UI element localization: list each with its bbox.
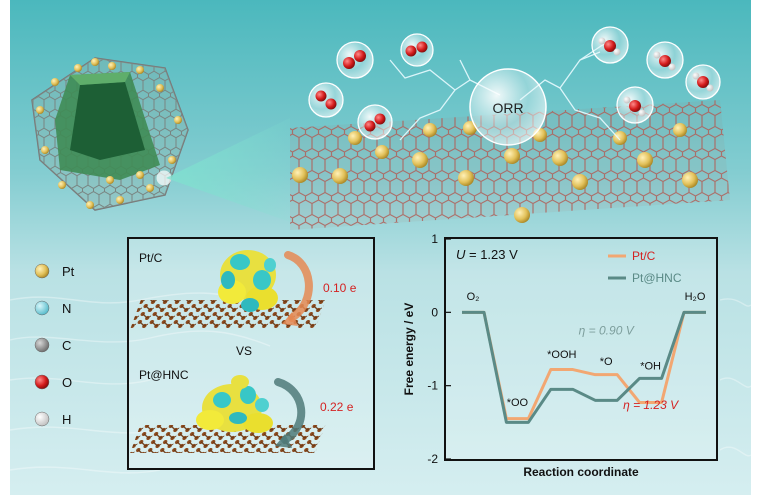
y-tick-label: 0 <box>431 305 438 319</box>
legend-text-0: Pt/C <box>632 249 656 263</box>
chart-axes: 1 0 -1 -2 <box>427 232 451 466</box>
free-energy-chart: 1 0 -1 -2 O₂ *OO *OOH *O *OH H₂O η = 0.90 V η = 1.… <box>402 232 718 479</box>
pt-hnc-charge-value: 0.22 e <box>320 400 354 414</box>
particle-pt-atoms <box>36 58 182 209</box>
y-tick-label: -1 <box>427 379 438 393</box>
graphene-sheet <box>290 100 730 230</box>
orr-label: ORR <box>492 100 523 116</box>
chart-annotation: U = 1.23 V <box>456 247 518 262</box>
legend-label-pt: Pt <box>62 264 75 279</box>
state-label-5: H₂O <box>685 291 706 303</box>
eta-label-1: η = 1.23 V <box>623 398 679 412</box>
chart-legend: Pt/C Pt@HNC <box>608 249 682 285</box>
state-label-3: *O <box>600 356 613 368</box>
legend-label-h: H <box>62 412 71 427</box>
charge-density-panel: Pt/C 0.10 e VS Pt@HNC <box>127 237 375 470</box>
legend-swatch-c <box>34 337 50 353</box>
y-tick-label: 1 <box>431 232 438 246</box>
pt-hnc-label: Pt@HNC <box>139 368 189 382</box>
legend-swatch-pt <box>34 263 50 279</box>
vs-label: VS <box>236 344 252 358</box>
atom-legend: PtN C O H <box>34 263 75 427</box>
pt-c-label: Pt/C <box>139 251 163 265</box>
y-axis-label: Free energy / eV <box>402 303 416 396</box>
pt-c-transfer-arrow <box>284 251 313 322</box>
legend-label-c: C <box>62 338 71 353</box>
legend-swatch-h <box>34 411 50 427</box>
legend-swatch-o <box>34 374 50 390</box>
legend-label-n: N <box>62 301 71 316</box>
legend-text-1: Pt@HNC <box>632 271 682 285</box>
state-label-4: *OH <box>640 361 661 373</box>
reactant-bubbles: ORR <box>308 26 721 146</box>
state-label-1: *OO <box>507 397 529 409</box>
hnc-particle <box>31 57 189 211</box>
y-tick-label: -2 <box>427 452 438 466</box>
chart-labels: O₂ *OO *OOH *O *OH H₂O η = 0.90 V η = 1.23 V <box>467 291 706 412</box>
legend-label-o: O <box>62 375 72 390</box>
state-label-2: *OOH <box>547 349 576 361</box>
chart-series <box>462 310 706 424</box>
legend-swatch-n <box>34 300 50 316</box>
series-line-1 <box>462 310 706 424</box>
zoom-beam <box>166 118 290 222</box>
x-axis-label: Reaction coordinate <box>523 465 639 479</box>
pt-c-structure <box>130 250 326 328</box>
pt-hnc-transfer-arrow <box>274 378 306 444</box>
state-label-0: O₂ <box>467 291 480 303</box>
orr-bubble <box>469 68 547 146</box>
eta-label-0: η = 0.90 V <box>579 323 635 337</box>
pt-c-charge-value: 0.10 e <box>323 281 357 295</box>
